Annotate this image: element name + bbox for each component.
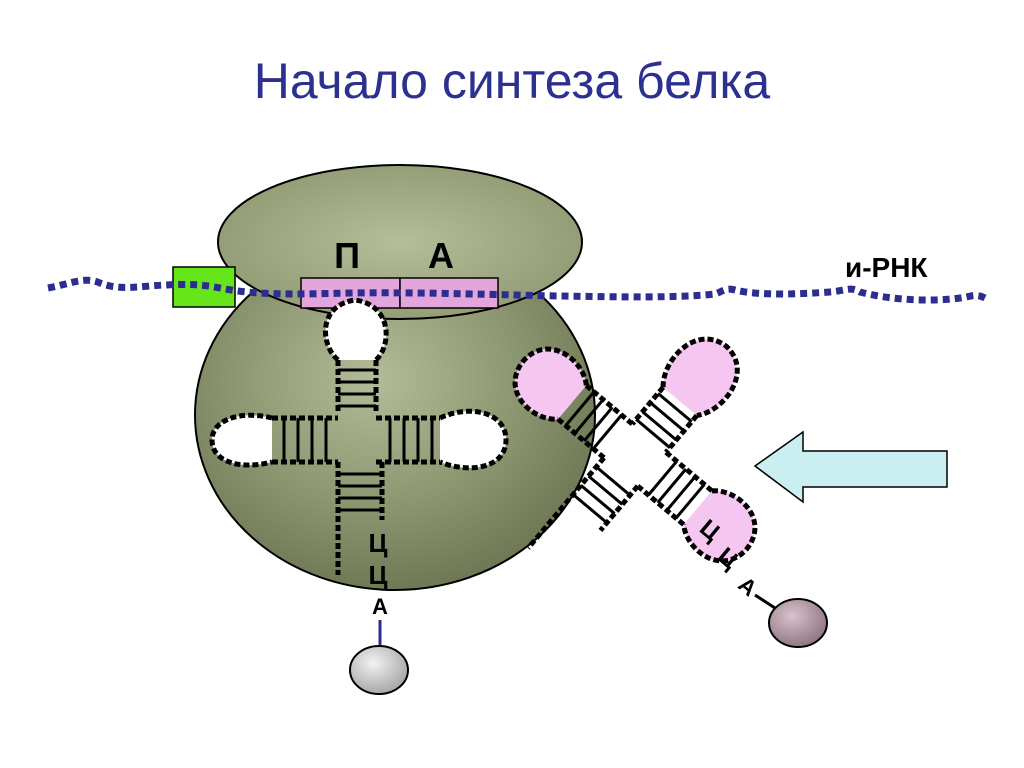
mrna-label: и-РНК <box>845 252 928 283</box>
amino-acid-2 <box>768 598 828 648</box>
slide-title: Начало синтеза белка <box>253 53 771 109</box>
amino-acid-1 <box>349 645 409 695</box>
trna-2-base-pairs <box>564 390 706 524</box>
trna-2-right-loop <box>681 488 758 564</box>
trna-1-top-loop <box>323 297 389 362</box>
start-marker <box>172 266 236 308</box>
ribosome <box>194 164 596 591</box>
site-a-label: А <box>428 235 454 276</box>
trna-2 <box>512 336 758 564</box>
trna-1-label-c2: Ц <box>369 560 388 590</box>
site-p-label: П <box>334 235 360 276</box>
trna-2-left-loop <box>512 346 589 422</box>
trna-1-left-loop <box>209 412 273 468</box>
mrna-strand <box>47 276 987 304</box>
trna-2-top-loop <box>660 336 740 418</box>
trna-2-link <box>754 593 779 612</box>
trna-1-right-loop <box>438 408 509 471</box>
trna-1 <box>209 297 509 575</box>
trna-1-label-a: А <box>372 594 388 619</box>
arrow-left-icon <box>753 430 948 504</box>
trna-1-label-c1: Ц <box>369 528 388 558</box>
